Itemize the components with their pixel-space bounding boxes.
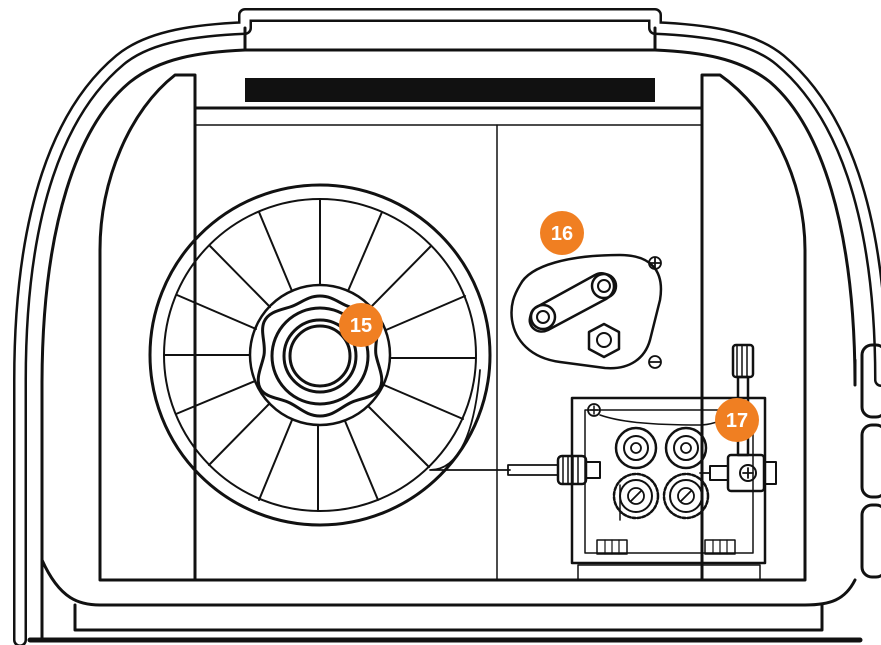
callout-17: 17 xyxy=(715,398,759,442)
welding-wire xyxy=(429,369,511,471)
side-pillars xyxy=(40,73,857,607)
outer-housing xyxy=(13,8,881,645)
callout-17-label: 17 xyxy=(726,410,748,432)
front-connectors xyxy=(860,343,881,579)
spool-spokes xyxy=(163,198,477,512)
callout-16: 16 xyxy=(540,211,584,255)
wire-inlet-guide xyxy=(507,454,601,486)
wire-spool xyxy=(148,183,492,527)
callout-15-label: 15 xyxy=(350,315,372,337)
minus-symbol-icon xyxy=(648,355,662,369)
side-panel xyxy=(193,106,704,582)
plus-symbol-icon xyxy=(648,256,662,270)
callout-15: 15 xyxy=(339,303,383,347)
polarity-terminal-plate xyxy=(510,253,663,370)
base xyxy=(27,603,863,643)
callout-16-label: 16 xyxy=(551,223,573,245)
carry-handle xyxy=(238,26,664,110)
